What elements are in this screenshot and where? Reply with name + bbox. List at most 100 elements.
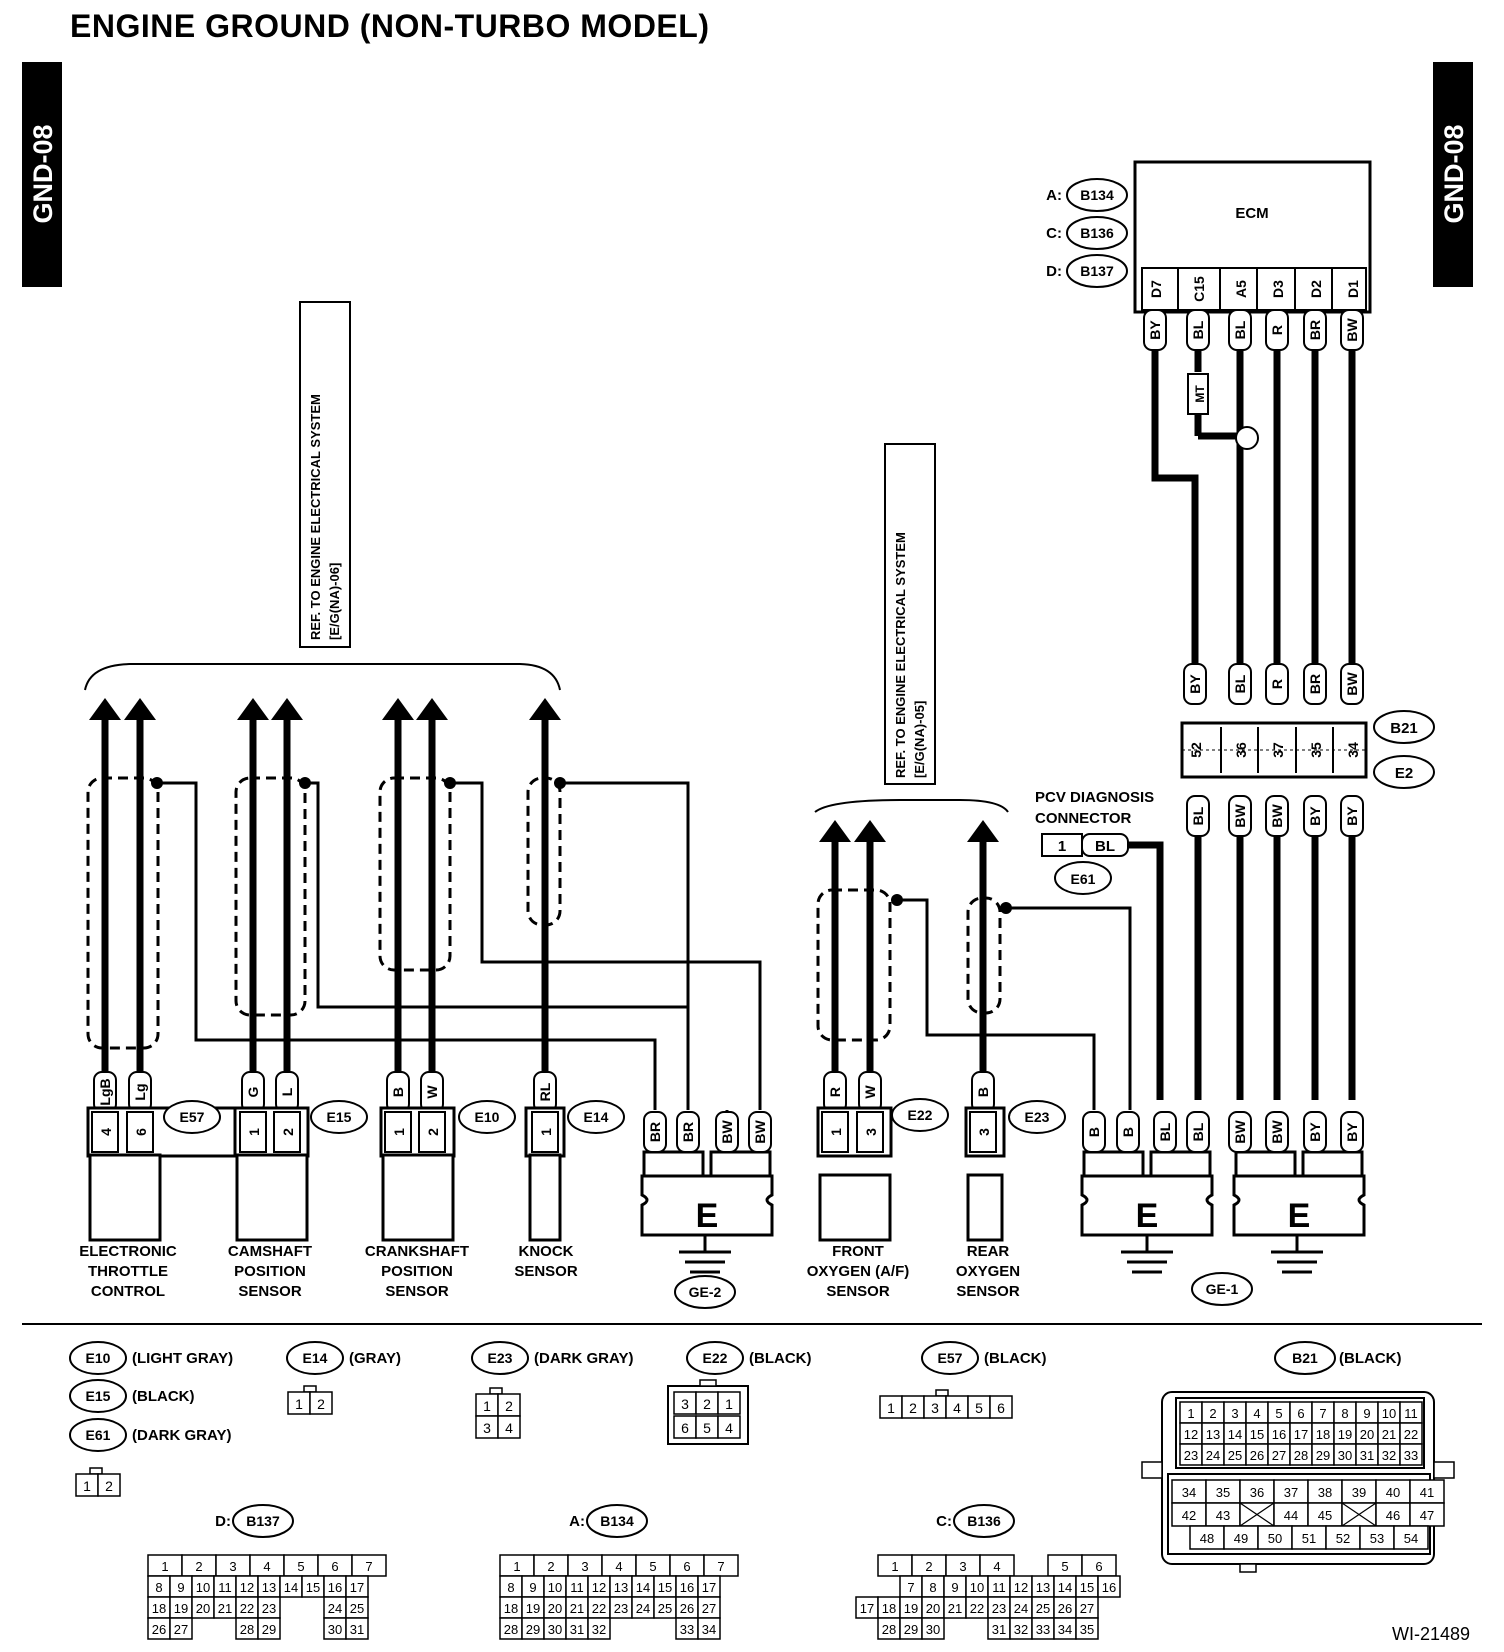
legend-cell <box>703 1554 739 1577</box>
legend-cell-text: 8 <box>507 1580 514 1595</box>
b21-bottom-tag-text: BY <box>1344 806 1360 826</box>
b21-pin: 37 <box>1270 742 1286 758</box>
ground-wire-tag-text: BR <box>680 1122 696 1142</box>
connector-pin: 3 <box>863 1128 879 1136</box>
legend-cell-text: 18 <box>1316 1427 1330 1442</box>
component-name: SENSOR <box>514 1263 578 1280</box>
legend-e61: E61 <box>69 1418 127 1452</box>
wire-color-tag-text: L <box>279 1087 295 1096</box>
legend-cell-text: 5 <box>649 1559 656 1574</box>
b21-top-tag: BY <box>1183 663 1207 705</box>
legend-e57: E57 <box>921 1341 979 1375</box>
legend-color-e57: (BLACK) <box>984 1350 1046 1367</box>
ecm-label: ECM <box>1235 205 1268 222</box>
legend-e23: E23 <box>471 1341 529 1375</box>
component-name: OXYGEN (A/F) <box>807 1263 910 1280</box>
ground-wire-tag-text: B <box>1120 1127 1136 1137</box>
connector-pin-cell <box>418 1111 446 1153</box>
b21-bottom-tag-text: BW <box>1232 804 1248 828</box>
legend-cell-text: 13 <box>1206 1427 1220 1442</box>
ref1-line2: [E/G(NA)-06] <box>327 563 342 640</box>
ground-wire-tag-text: B <box>1086 1127 1102 1137</box>
shield <box>966 896 1002 1015</box>
pcv-color: BL <box>1095 838 1115 855</box>
legend-cell-text: 17 <box>350 1580 364 1595</box>
legend-cell-text: 2 <box>195 1559 202 1574</box>
b21-bottom-tag: BY <box>1303 795 1327 837</box>
connector-id-text: E10 <box>475 1109 500 1125</box>
arrow-head <box>819 820 851 842</box>
b21-bottom-tag: BW <box>1228 795 1252 837</box>
ground-wire-tag: BW <box>715 1111 739 1153</box>
legend-cell <box>989 1395 1013 1419</box>
legend-cell-text: 16 <box>1102 1580 1116 1595</box>
b21-top-tag-text: BR <box>1307 674 1323 694</box>
legend-e14: E14 <box>286 1341 344 1375</box>
legend-b21: B21 <box>1274 1341 1336 1375</box>
legend-cell-text: 44 <box>1284 1508 1298 1523</box>
legend-cell <box>1393 1525 1429 1550</box>
legend-cell-text: 1 <box>83 1478 91 1494</box>
b21-top-tag-text: R <box>1269 679 1285 689</box>
connector-pin: 3 <box>976 1128 992 1136</box>
connector-id: E15 <box>310 1100 368 1134</box>
ground-wire-tag: BW <box>1265 1111 1289 1153</box>
connector-pin-cell <box>91 1111 119 1153</box>
legend-cell-text: 32 <box>592 1622 606 1637</box>
legend-cell-text: 11 <box>992 1580 1006 1595</box>
legend-cell-text: 33 <box>680 1622 694 1637</box>
wire-color-tag-text: W <box>424 1085 440 1099</box>
ground-wire-tag: BY <box>1303 1111 1327 1153</box>
legend-cell-text: 40 <box>1386 1485 1400 1500</box>
legend-cell-text: 6 <box>1297 1406 1304 1421</box>
legend-cell-text: 3 <box>1231 1406 1238 1421</box>
connector-id: E57 <box>163 1100 221 1134</box>
legend-cell-text: 23 <box>614 1601 628 1616</box>
legend-cell-text: 10 <box>548 1580 562 1595</box>
wire-color-tag: R <box>823 1071 847 1113</box>
legend-cell-text: 20 <box>196 1601 210 1616</box>
legend-cell-text: 7 <box>717 1559 724 1574</box>
legend-b137: B137 <box>232 1504 294 1538</box>
legend-b134-text: B134 <box>600 1513 634 1529</box>
legend-cell-text: 15 <box>306 1580 320 1595</box>
legend-cell-text: 31 <box>570 1622 584 1637</box>
legend-cell-text: 3 <box>581 1559 588 1574</box>
ecm-wires <box>1151 351 1356 664</box>
connector-pin-cell <box>856 1111 884 1153</box>
legend-e57-text: E57 <box>938 1350 963 1366</box>
b21-lower-wires <box>1194 835 1356 1100</box>
legend-cell-text: 22 <box>240 1601 254 1616</box>
legend-cell-text: 16 <box>328 1580 342 1595</box>
legend-cell-text: 3 <box>483 1420 491 1436</box>
wire-color-tag: W <box>858 1071 882 1113</box>
b21-bottom-tag-text: BW <box>1269 804 1285 828</box>
wire-color-tag: G <box>241 1071 265 1113</box>
wire-color-tag-text: LgB <box>97 1078 113 1105</box>
wire-color-tag: W <box>420 1071 444 1113</box>
component-name: CRANKSHAFT <box>365 1243 469 1260</box>
legend-cell-text: 30 <box>548 1622 562 1637</box>
legend-cell-text: 18 <box>882 1601 896 1616</box>
shield-dots <box>151 777 1012 914</box>
page-title: ENGINE GROUND (NON-TURBO MODEL) <box>70 8 710 44</box>
component-body <box>818 1173 892 1242</box>
connector-pin-cell <box>273 1111 301 1153</box>
arrow-head <box>416 698 448 720</box>
shield <box>816 888 892 1042</box>
arrow-head <box>271 698 303 720</box>
legend-cell-text: 54 <box>1404 1531 1418 1546</box>
legend-cell-text: 2 <box>703 1396 711 1412</box>
ecm-wire-tag-text: BW <box>1344 318 1360 342</box>
arrow-head <box>89 698 121 720</box>
legend-cell-text: 30 <box>1338 1448 1352 1463</box>
legend-e15-text: E15 <box>86 1388 111 1404</box>
b21-pin: 52 <box>1188 742 1204 758</box>
ground-wire-tag: BW <box>748 1111 772 1153</box>
ground-wire-tag-text: BR <box>647 1122 663 1142</box>
component-name: ELECTRONIC <box>79 1243 177 1260</box>
arrow-head <box>967 820 999 842</box>
